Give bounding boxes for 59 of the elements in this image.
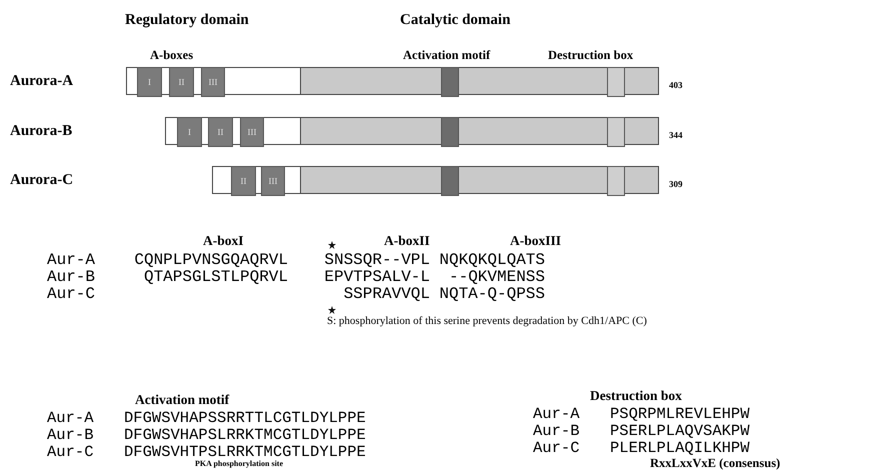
sequence-text: PLERLPLAQILKHPW [610,439,750,457]
sequence-name: Aur-A [533,405,580,423]
sequence-text: QTAPSGLSTLPQRVL [144,268,288,286]
column-heading: A-boxIII [510,233,562,249]
sequence-text: PSQRPMLREVLEHPW [610,405,750,423]
length-label: 344 [669,130,682,140]
destruction-box-segment [607,166,625,196]
column-heading: A-boxI [203,233,244,249]
protein-name: Aurora-A [10,73,74,90]
length-label: 309 [669,179,682,189]
section-heading: Catalytic domain [400,12,510,29]
a-box-segment: I [137,67,162,97]
destruction-box-segment [607,117,625,147]
sequence-name: Aur-B [47,268,96,286]
footnote: S: phosphorylation of this serine prevents degradation by Cdh1/APC (C) [327,315,647,327]
length-label: 403 [669,80,682,90]
sequence-name: Aur-C [47,285,96,303]
a-box-segment: I [177,117,202,147]
column-heading: A-boxII [384,233,430,249]
sequence-name: Aur-C [533,439,580,457]
region-label: Destruction box [548,48,634,63]
a-box-segment: II [208,117,233,147]
a-box-segment: II [169,67,194,97]
a-box-segment: III [201,67,225,97]
sequence-text: SNSSQR--VPL [324,251,430,269]
column-heading: Activation motif [135,392,230,408]
protein-name: Aurora-B [10,123,72,140]
activation-motif-segment [441,166,459,196]
sequence-name: Aur-B [533,422,580,440]
region-label: A-boxes [150,48,194,63]
a-box-segment: III [261,166,285,196]
sequence-text: DFGWSVHAPSSRRTTLCGTLDYLPPE [124,409,366,427]
activation-motif-segment [441,117,459,147]
sequence-name: Aur-A [47,409,94,427]
sequence-text: SSPRAVVQL [344,285,430,303]
sequence-text: PSERLPLAQVSAKPW [610,422,750,440]
sequence-text: EPVTPSALV-L [324,268,430,286]
sequence-name: Aur-C [47,443,94,461]
protein-bar [165,117,659,145]
region-label: Activation motif [403,48,490,63]
a-box-segment: II [231,166,256,196]
column-heading: Destruction box [590,388,682,404]
sequence-text: DFGWSVHAPSLRRKTMCGTLDYLPPE [124,426,366,444]
section-heading: Regulatory domain [125,12,249,29]
sequence-text: DFGWSVHTPSLRRKTMCGTLDYLPPE [124,443,366,461]
annotation: PKA phosphorylation site [195,459,284,468]
sequence-name: Aur-B [47,426,94,444]
destruction-box-segment [607,67,625,97]
sequence-text: CQNPLPVNSGQAQRVL [134,251,288,269]
activation-motif-segment [441,67,459,97]
sequence-text: --QKVMENSS [448,268,545,286]
protein-name: Aurora-C [10,172,74,189]
a-box-segment: III [240,117,264,147]
annotation: RxxLxxVxE (consensus) [650,456,780,471]
protein-bar [212,166,659,194]
sequence-name: Aur-A [47,251,96,269]
protein-bar [126,67,659,95]
sequence-text: NQKQKQLQATS [439,251,545,269]
sequence-text: NQTA-Q-QPSS [439,285,545,303]
